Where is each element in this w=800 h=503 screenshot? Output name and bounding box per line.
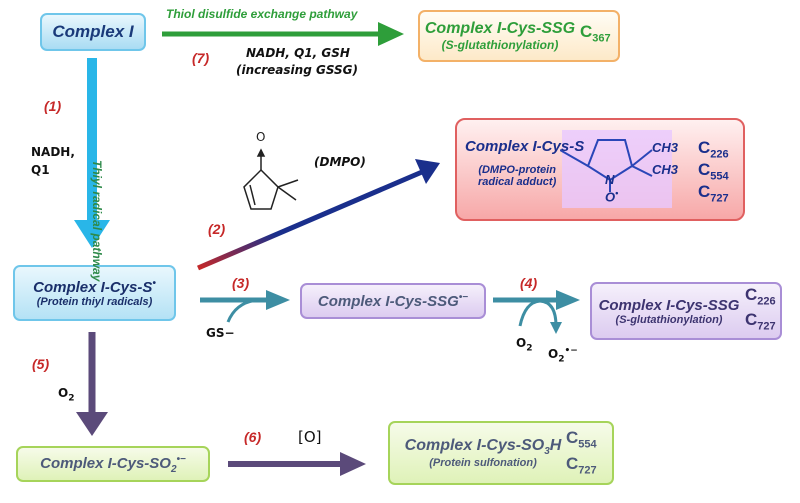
cys-number-554-b: C554: [566, 428, 597, 451]
oxygen-bracket-label: [O]: [298, 428, 322, 446]
complex-i-label: Complex I: [52, 22, 134, 41]
arrow-dmpo-trap: [197, 159, 440, 271]
arrow-thiyl-pathway: [74, 58, 110, 248]
arrow-o2-addition: [76, 332, 108, 436]
node-thiyl-radical: Complex I-Cys-S• (Protein thiyl radicals…: [13, 265, 176, 321]
node-so2-radical: Complex I-Cys-SO2•−: [16, 446, 210, 482]
ssg-radical-title: Complex I-Cys-SSG•−: [317, 292, 469, 310]
dmpo-adduct-highlight: [562, 130, 672, 208]
so3h-subtitle: (Protein sulfonation): [429, 457, 537, 470]
thiyl-title: Complex I-Cys-S•: [33, 278, 156, 296]
ssg-green-title: Complex I-Cys-SSG: [424, 20, 576, 37]
step-2: (2): [208, 221, 226, 237]
cys-number-727-b: C727: [745, 310, 776, 333]
ch3-upper: CH3: [652, 140, 679, 155]
o2-label-step4: O2: [516, 336, 533, 354]
ssg-purple-title: Complex I-Cys-SSG: [598, 296, 740, 314]
step-6: (6): [244, 429, 262, 445]
cys-number-554-a: C554: [698, 160, 729, 183]
nadh-q1-gsh-label: NADH, Q1, GSH: [246, 46, 350, 60]
o2-label-step5: O2: [58, 386, 75, 404]
step-5: (5): [32, 356, 50, 372]
dmpo-adduct-ring: [560, 139, 653, 192]
thiyl-pathway-label: Thiyl radical pathway: [90, 160, 104, 282]
node-complex-i: Complex I: [40, 13, 146, 51]
arrow-gs-addition: [200, 290, 290, 323]
node-ssg-green: Complex I-Cys-SSG (S-glutathionylation): [418, 10, 620, 62]
thiol-pathway-label: Thiol disulfide exchange pathway: [166, 7, 358, 21]
dmpo-adduct-title: Complex I-Cys-S: [465, 138, 585, 155]
gs-minus-label: GS−: [206, 326, 235, 340]
ssg-green-subtitle: (S-glutathionylation): [441, 38, 559, 52]
node-so3h: Complex I-Cys-SO3H (Protein sulfonation): [388, 421, 614, 485]
dmpo-ring-o: O•: [605, 188, 619, 205]
dmpo-structure: [243, 148, 299, 210]
arrow-sulfonation: [228, 452, 366, 476]
ssg-purple-subtitle: (S-glutathionylation): [615, 313, 723, 326]
cys-number-367: C367: [580, 22, 611, 45]
thiyl-subtitle: (Protein thiyl radicals): [36, 296, 153, 308]
dmpo-label: (DMPO): [314, 155, 366, 169]
so2-title: Complex I-Cys-SO2•−: [40, 453, 186, 475]
cys-number-727-a: C727: [698, 182, 729, 205]
nadh-q1-label: NADH, Q1: [31, 145, 75, 177]
step-1: (1): [44, 98, 62, 114]
cys-number-226-a: C226: [698, 138, 729, 161]
arrow-thiol-exchange: [162, 22, 404, 46]
step-7: (7): [192, 50, 210, 66]
arrow-oxidation-ssg: [493, 290, 580, 334]
increasing-gssg-label: (increasing GSSG): [236, 63, 359, 77]
ch3-lower: CH3: [652, 162, 679, 177]
superoxide-label: O2•−: [548, 346, 578, 365]
dmpo-ring-n: N: [605, 172, 615, 187]
cys-number-727-c: C727: [566, 454, 597, 477]
step-3: (3): [232, 275, 250, 291]
cys-number-226-b: C226: [745, 285, 776, 308]
step-4: (4): [520, 275, 538, 291]
so3h-title: Complex I-Cys-SO3H: [404, 436, 562, 458]
dmpo-oxygen: O: [256, 130, 266, 144]
node-ssg-purple: Complex I-Cys-SSG (S-glutathionylation): [590, 282, 782, 340]
node-ssg-radical: Complex I-Cys-SSG•−: [300, 283, 486, 319]
